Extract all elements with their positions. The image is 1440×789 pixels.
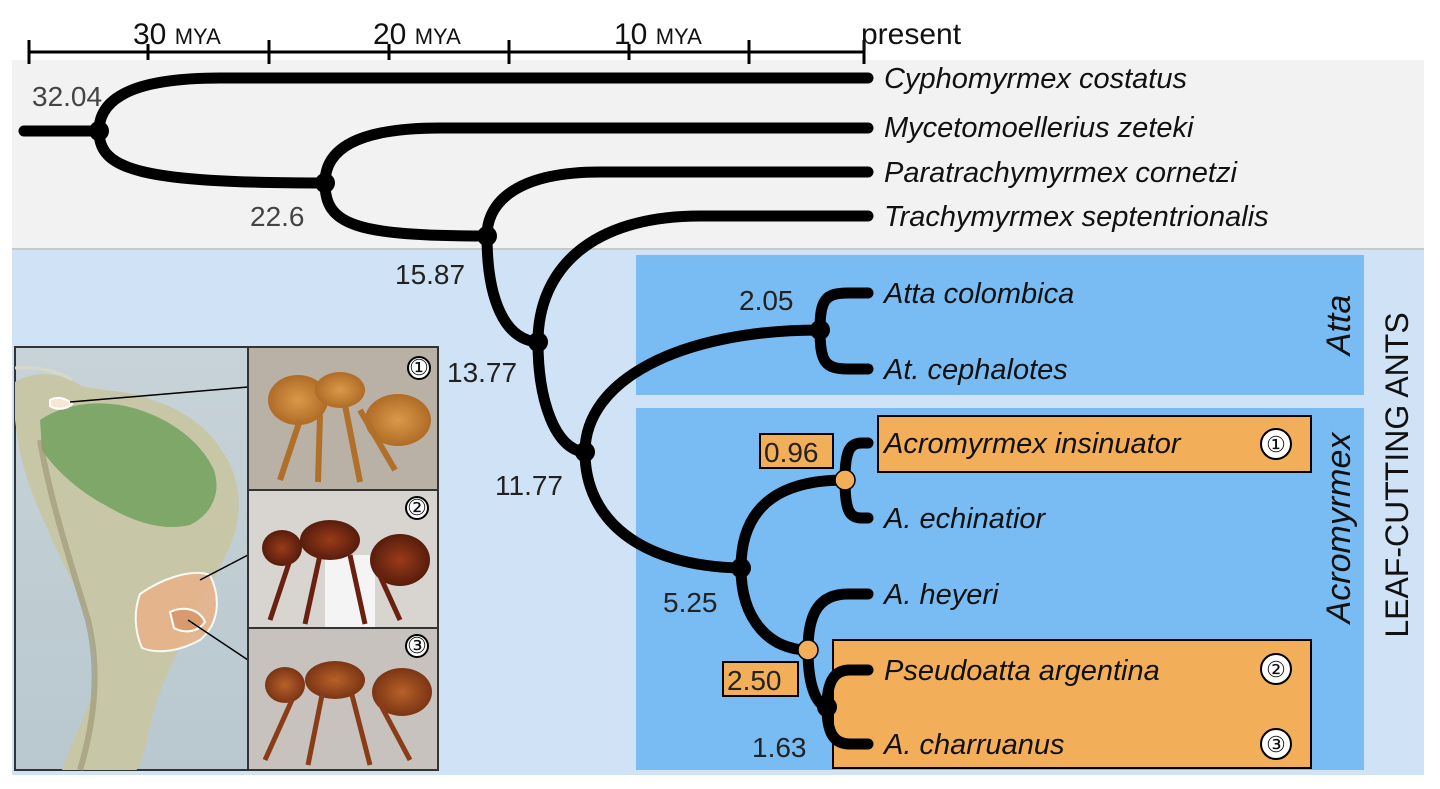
node-dot: [477, 226, 497, 246]
node-dot: [810, 320, 830, 340]
taxon-label: A. echinatior: [882, 503, 1047, 535]
node-dot: [731, 558, 751, 578]
branch-atta-stem: [579, 324, 826, 458]
clade-label-acromyrmex: Acromyrmex: [1320, 432, 1358, 626]
insinuator-highlight-box: [877, 415, 1312, 473]
svg-text:②: ②: [407, 495, 427, 520]
age-highlight-box: [722, 661, 799, 697]
taxon-label: A. heyeri: [882, 579, 1000, 611]
highlight-age-label: 0.96: [764, 437, 819, 468]
axis-tick-label: 20 MYA: [373, 18, 461, 51]
node-age-label: 15.87: [395, 259, 465, 290]
svg-text:③: ③: [407, 633, 427, 658]
node-age-label: 13.77: [447, 357, 517, 388]
callout-line: [69, 386, 249, 403]
node-age-label: 11.77: [495, 470, 563, 501]
callout-line: [187, 619, 249, 661]
caribbean-coast: [14, 366, 73, 382]
taxon-label: A. charruanus: [882, 729, 1065, 761]
taxon-label: Trachymyrmex septentrionalis: [884, 201, 1269, 233]
node-age-label: 22.6: [250, 201, 305, 232]
atta-clade-box: [636, 255, 1364, 395]
range-insinuator: [49, 396, 74, 410]
node-age-label: 2.05: [739, 285, 794, 316]
age-highlight-box: [759, 433, 834, 469]
ant-photo-1: ①: [247, 346, 439, 491]
taxon-label: Pseudoatta argentina: [884, 655, 1160, 687]
axis-tick-label: 30 MYA: [133, 18, 221, 51]
clade-label-atta: Atta: [1320, 295, 1358, 357]
branch-paratrachymyrmex: [481, 166, 874, 242]
branch-node-096-stem: [735, 474, 851, 574]
taxon-label: Cyphomyrmex costatus: [884, 63, 1187, 95]
node-dot: [528, 332, 548, 352]
ant-photo-2: ②: [247, 489, 439, 629]
node-dot: [817, 697, 837, 717]
parasite-clade-highlight-box: [832, 639, 1312, 769]
node-dot: [89, 121, 109, 141]
branch-node-15: [319, 177, 493, 242]
axis-present-label: present: [861, 18, 962, 51]
axis-tick-label: 10 MYA: [614, 18, 702, 51]
amazon-green-region: [40, 403, 217, 528]
node-dot: [315, 173, 335, 193]
callout-line: [199, 554, 249, 581]
branch-heyeri: [802, 588, 874, 656]
parasite-origin-node: [797, 639, 819, 661]
marker-label: ②: [1266, 657, 1286, 682]
taxon-label: Atta colombica: [882, 278, 1074, 310]
marker-circle: [1260, 728, 1292, 760]
branch-acromyrmex-stem: [579, 446, 747, 574]
marker-circle: [1260, 653, 1292, 685]
taxon-label: At. cephalotes: [882, 354, 1068, 386]
branch-trachymyrmex: [532, 210, 874, 348]
parasite-origin-node: [834, 469, 856, 491]
taxon-label: Acromyrmex insinuator: [882, 428, 1182, 460]
node-age-label: 32.04: [32, 81, 102, 112]
svg-text:①: ①: [409, 355, 429, 380]
branch-cyphomyrmex: [93, 72, 874, 137]
marker-label: ①: [1266, 432, 1286, 457]
marker-circle: [1260, 428, 1292, 460]
andes-ridge: [37, 439, 98, 771]
branch-mycetomoellerius: [319, 122, 874, 189]
highlight-age-label: 2.50: [727, 665, 782, 696]
node-age-label: 1.63: [752, 732, 807, 763]
branch-node-22: [93, 125, 331, 189]
taxon-label: Paratrachymyrmex cornetzi: [884, 157, 1238, 189]
taxon-label: Mycetomoellerius zeteki: [884, 112, 1195, 144]
branch-node-250-stem: [735, 562, 814, 656]
clade-label-leaf-cutting: LEAF-CUTTING ANTS: [1379, 312, 1415, 637]
map-inset: [14, 346, 249, 771]
branch-node-13: [481, 230, 544, 348]
ant-photo-3: ③: [247, 627, 439, 771]
node-dot: [575, 442, 595, 462]
node-age-label: 5.25: [663, 587, 718, 618]
time-axis: [27, 40, 866, 64]
marker-label: ③: [1266, 732, 1286, 757]
